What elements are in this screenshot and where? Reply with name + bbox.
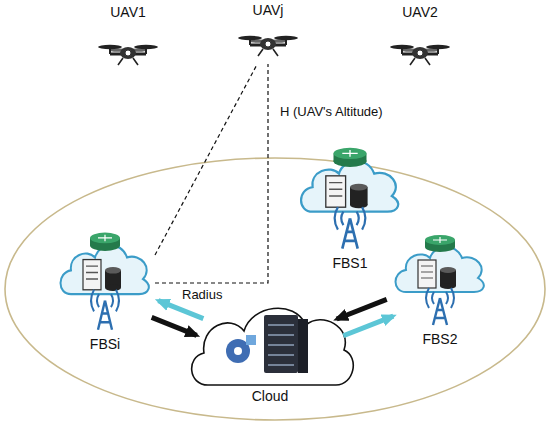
drone-camera: [125, 50, 131, 56]
coverage-ellipse: [5, 158, 545, 420]
drone-icon: [238, 36, 298, 56]
server-slots: [86, 266, 98, 279]
drone-body: [120, 47, 136, 59]
drone-body: [260, 38, 276, 50]
distance-line: [155, 64, 257, 255]
drone-camera: [265, 41, 271, 47]
router-arrows: [98, 235, 112, 241]
node-icon: [295, 140, 405, 272]
router-top: [334, 148, 367, 159]
uav-node: UAV1: [98, 4, 158, 68]
drone-leg: [118, 58, 138, 65]
cloud-outline: [192, 308, 354, 385]
node-label: FBS2: [370, 331, 510, 348]
rotor: [274, 36, 298, 40]
node-icon: [55, 225, 155, 353]
database-bottom: [350, 202, 368, 209]
radius-label: Radius: [182, 287, 222, 303]
cloud-node: Cloud: [200, 305, 340, 405]
server-tower: [83, 260, 101, 290]
rotor: [98, 45, 122, 49]
fog-station-node: FBSi: [55, 225, 155, 353]
drone-icon: [390, 45, 450, 65]
drone-leg: [258, 49, 278, 56]
drone-body: [412, 47, 428, 59]
data-flow-arrow: [158, 301, 203, 319]
data-flow-arrow: [337, 299, 387, 319]
fog-cloud: [61, 245, 149, 294]
router-arrows: [342, 150, 357, 157]
service-gear-hub: [234, 347, 242, 355]
node-icon: [390, 228, 490, 348]
database-top: [105, 267, 121, 273]
rotor: [238, 36, 262, 40]
uav-node: UAVj: [238, 2, 298, 64]
cloud-icon: [192, 308, 354, 385]
node-label: FBS1: [275, 255, 425, 272]
server-tower: [418, 260, 436, 288]
router-top: [90, 233, 120, 244]
drone-icon: [98, 45, 158, 65]
data-flow-arrow: [152, 317, 197, 335]
data-flow-arrow: [343, 316, 393, 336]
node-label: UAV2: [370, 4, 470, 21]
antenna-tower: [342, 218, 357, 248]
drone-camera: [417, 50, 423, 56]
rotor: [426, 45, 450, 49]
fog-station-icon: [396, 235, 484, 325]
service-block: [246, 335, 256, 345]
antenna-waves: [335, 207, 366, 229]
rotor: [390, 45, 414, 49]
altitude-label: H (UAV's Altitude): [280, 104, 383, 120]
rotor: [134, 45, 158, 49]
fog-cloud: [396, 247, 484, 292]
router-top: [425, 235, 455, 245]
database-top: [440, 267, 456, 273]
server-slots: [421, 266, 433, 278]
node-label: UAVj: [218, 2, 318, 19]
server-rack: [264, 315, 298, 373]
router-arrows: [433, 237, 447, 243]
node-label: FBSi: [35, 336, 175, 353]
rack-slots: [268, 325, 294, 365]
antenna-waves: [91, 290, 119, 312]
fog-station-node: FBS2: [390, 228, 490, 348]
fog-station-icon: [301, 148, 398, 249]
database-bottom: [105, 284, 121, 290]
drone-leg: [410, 58, 430, 65]
distance-line: [155, 64, 268, 283]
uav-node: UAV2: [390, 4, 450, 68]
antenna-waves: [426, 288, 454, 308]
node-label: UAV1: [78, 4, 178, 21]
database-top: [350, 184, 368, 191]
fog-station-node: FBS1: [295, 140, 405, 272]
antenna-tower: [433, 298, 447, 325]
antenna-tower: [98, 301, 112, 330]
server-tower: [326, 176, 346, 207]
fog-station-icon: [61, 233, 149, 330]
rack-side: [298, 319, 308, 373]
node-label: Cloud: [180, 388, 360, 405]
server-slots: [329, 183, 342, 196]
fog-cloud: [301, 161, 398, 212]
database-bottom: [440, 283, 456, 289]
